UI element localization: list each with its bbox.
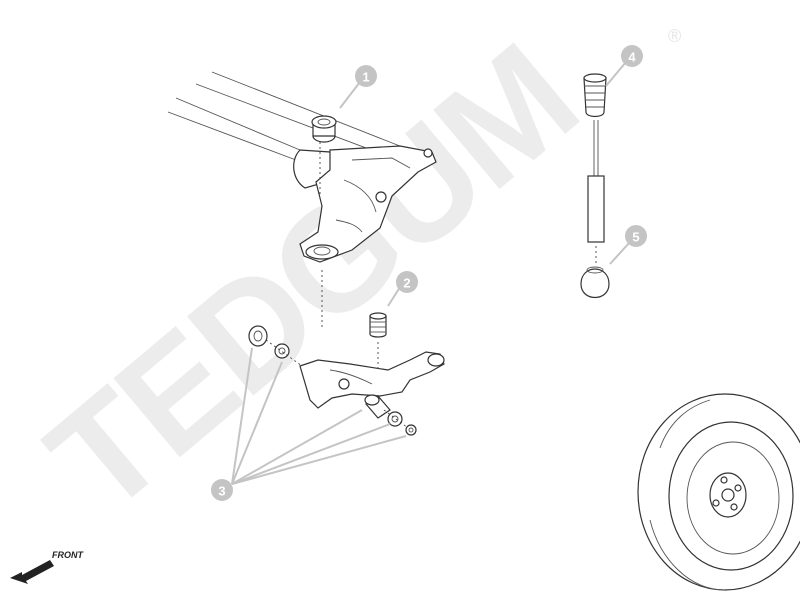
callout-number-2: 2 [403, 276, 410, 291]
wheel [637, 393, 800, 591]
callout-badge-3 [211, 479, 233, 501]
shock-absorber [580, 73, 610, 299]
watermark-registered-mark: ® [668, 26, 681, 46]
callout-badge-1 [355, 65, 377, 87]
front-direction-arrow: FRONT [10, 550, 84, 584]
callout-2: 2 [396, 271, 418, 293]
callout-5: 5 [625, 225, 647, 247]
callout-number-5: 5 [632, 230, 639, 245]
lower-control-arm [299, 351, 445, 409]
callout-number-1: 1 [362, 70, 369, 85]
callout-badge-4 [621, 45, 643, 67]
callout-badge-5 [625, 225, 647, 247]
callout-3: 3 [211, 479, 233, 501]
arrow-icon [10, 560, 54, 584]
part-3-bushings [248, 325, 417, 436]
callout-number-3: 3 [218, 484, 225, 499]
part-2-bump-stop [369, 312, 387, 338]
watermark-text: TEDGUM [18, 13, 605, 544]
callout-1: 1 [355, 65, 377, 87]
front-label: FRONT [52, 550, 84, 560]
callout-badge-2 [396, 271, 418, 293]
part-1-top-mount-bushing [311, 115, 337, 143]
subframe-assembly [167, 71, 437, 263]
callout-number-4: 4 [628, 50, 636, 65]
callout-leaders [231, 61, 631, 485]
callout-4: 4 [621, 45, 643, 67]
